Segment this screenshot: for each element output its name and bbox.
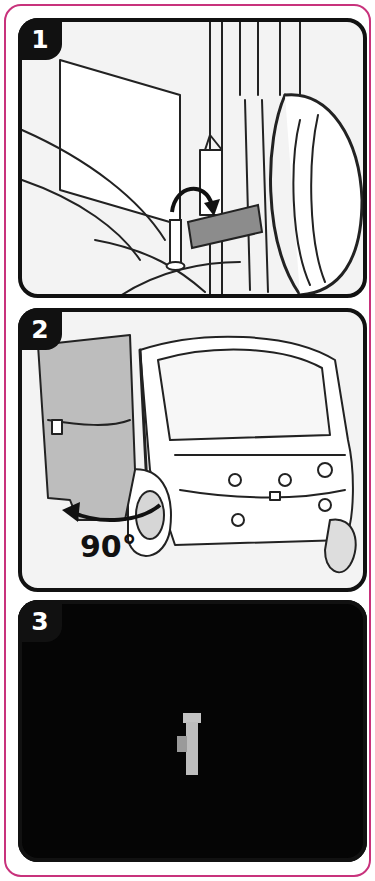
step-badge: 1 (18, 18, 62, 60)
step-number: 2 (31, 317, 48, 342)
step-badge: 2 (18, 308, 62, 350)
step-number: 1 (31, 27, 48, 52)
step-badge: 3 (18, 600, 62, 642)
step-panel: 3 (18, 600, 367, 862)
angle-label: 90° (80, 532, 137, 562)
step-number: 3 (31, 609, 48, 634)
step-panel: 2 90° (18, 308, 367, 592)
step-panel: 1 (18, 18, 367, 298)
